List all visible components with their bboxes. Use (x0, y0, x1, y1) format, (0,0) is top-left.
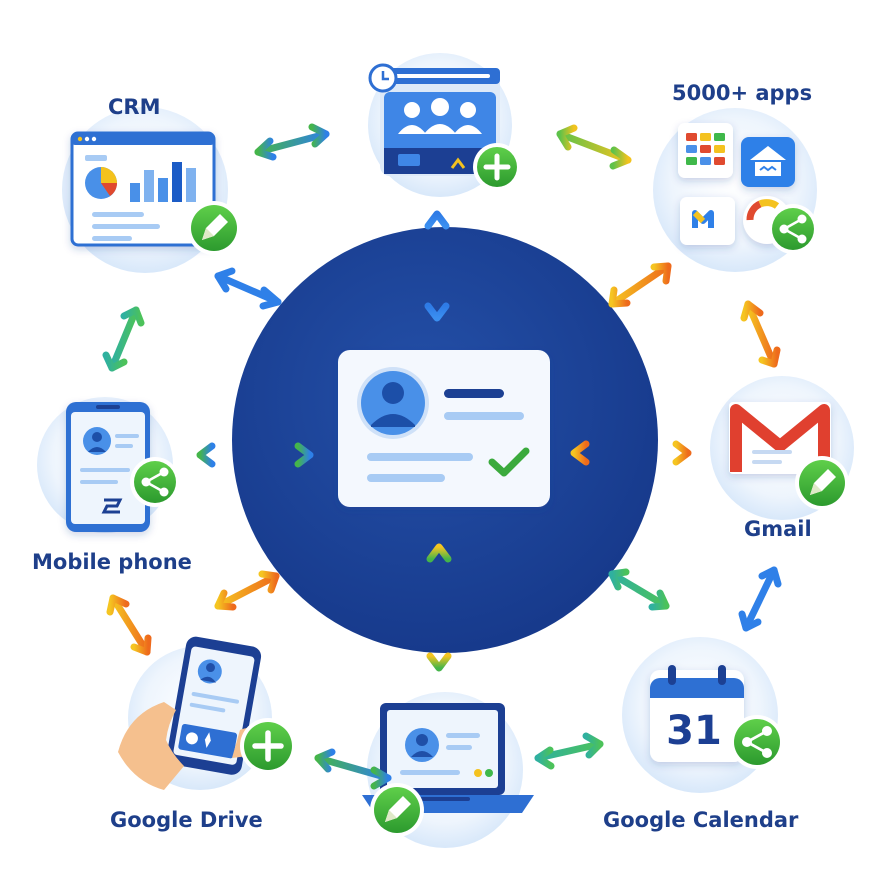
arrow-drive-hub (214, 570, 280, 611)
mobile-phone-icon (66, 402, 150, 532)
plus-icon (240, 718, 296, 774)
gmail-icon (729, 402, 831, 474)
arrow-apps-hub (608, 262, 672, 308)
plus-icon (473, 143, 521, 191)
arrow-hub-laptop (426, 543, 452, 672)
arrow-drive-laptop (314, 748, 392, 790)
arrow-team-apps (556, 124, 632, 170)
arrows (102, 123, 782, 790)
share-icon (130, 457, 180, 507)
crm-dashboard-icon (70, 131, 216, 247)
mobile-label: Mobile phone (32, 550, 192, 574)
arrow-calendar-hub (608, 568, 670, 611)
apps-label: 5000+ apps (672, 81, 813, 105)
team-add-icon (368, 63, 500, 176)
arrow-apps-gmail (740, 300, 781, 368)
drive-label: Google Drive (110, 808, 263, 832)
crm-label: CRM (108, 95, 161, 119)
arrow-gmail-calendar (738, 566, 782, 632)
pencil-icon (795, 456, 849, 510)
arrow-crm-mobile (102, 306, 145, 372)
arrow-crm-team (254, 123, 330, 161)
hand-phone-icon (118, 636, 262, 790)
arrow-mobile-hub (196, 442, 314, 468)
apps-grid-icon (678, 123, 795, 245)
calendar-icon (650, 665, 744, 762)
arrow-team-hub (424, 210, 450, 322)
calendar-label: Google Calendar (603, 808, 799, 832)
arrow-laptop-calendar (534, 732, 604, 770)
pencil-icon (370, 783, 424, 837)
gmail-label: Gmail (744, 517, 812, 541)
calendar-day: 31 (666, 708, 722, 754)
share-icon (730, 715, 784, 769)
pencil-icon (187, 201, 241, 255)
laptop-icon (362, 703, 534, 813)
contact-card-icon (338, 350, 550, 507)
share-icon (768, 204, 818, 254)
arrow-gmail-hub (570, 440, 692, 466)
arrow-crm-hub (214, 267, 282, 310)
arrow-mobile-drive (106, 594, 152, 656)
